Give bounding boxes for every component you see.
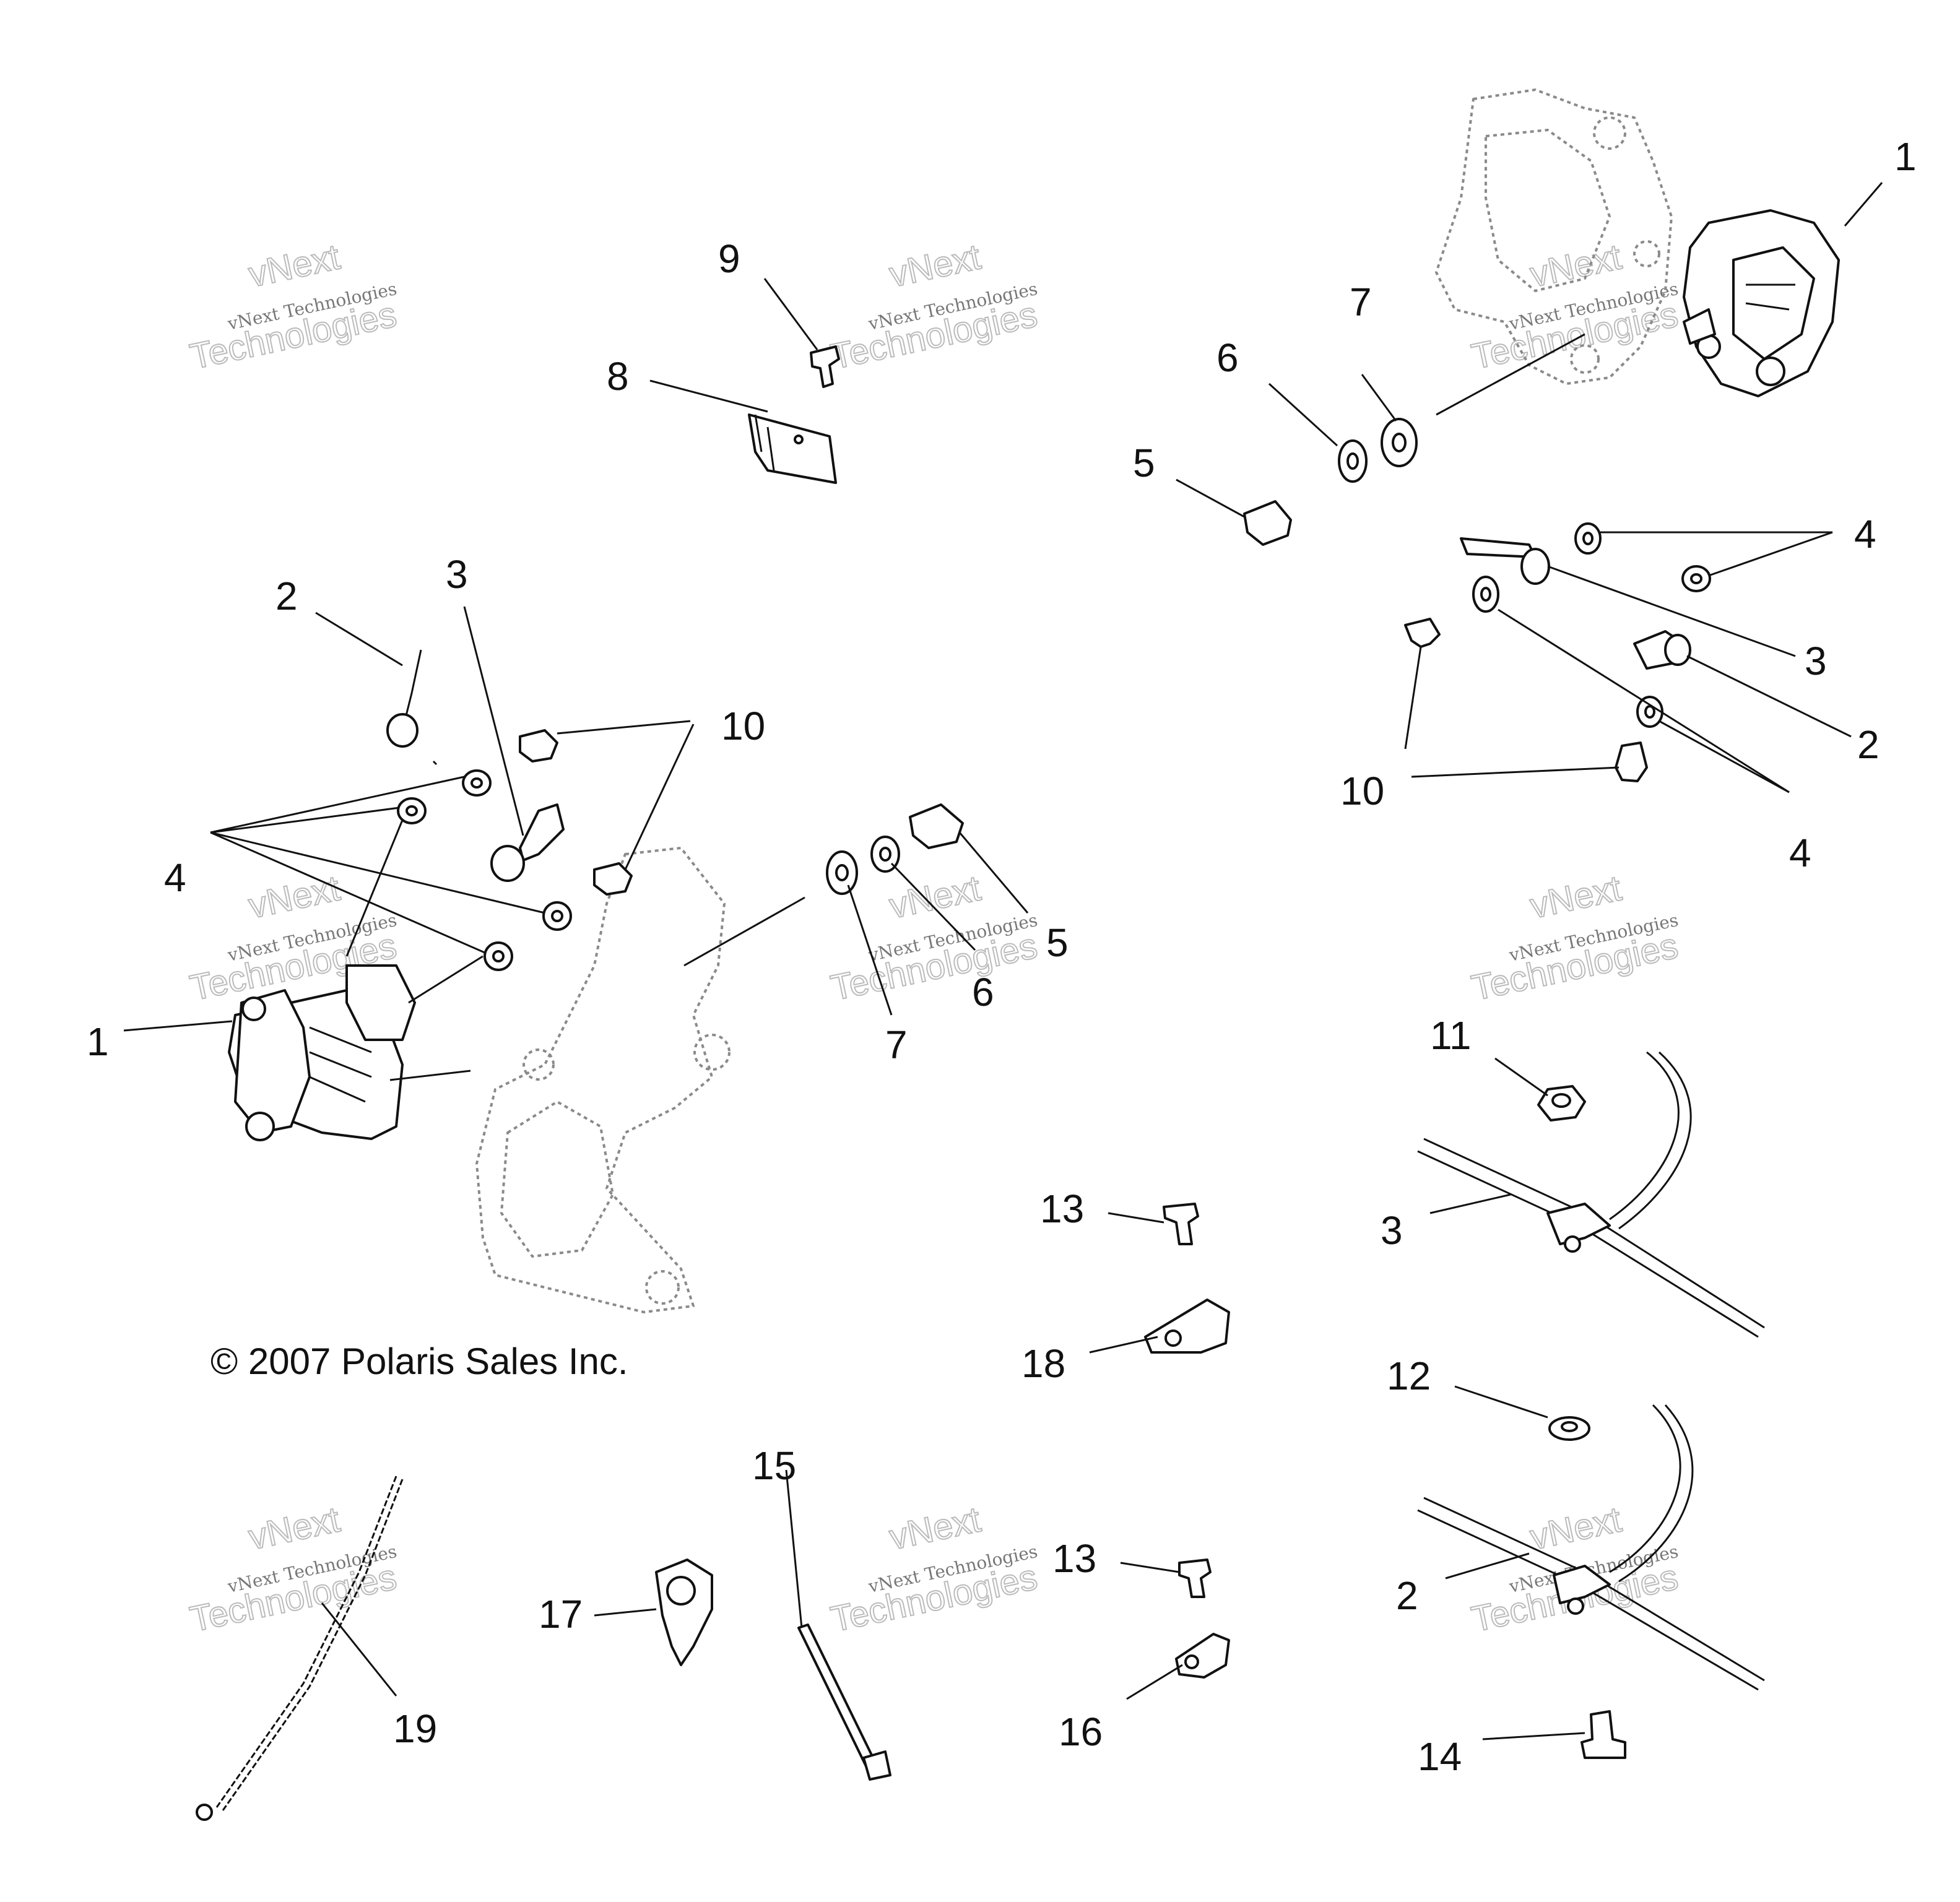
- bolt-10-top-a: [1404, 618, 1441, 648]
- watermark-big-top: vNext: [245, 236, 344, 295]
- brake-caliper-top-right: [1683, 209, 1840, 397]
- callout-10-left: 10: [721, 704, 765, 748]
- washer-4-top-d: [1636, 696, 1663, 728]
- callout-17: 17: [539, 1592, 583, 1636]
- ghost-knuckle-center: [475, 847, 731, 1313]
- callout-3-left: 3: [446, 552, 468, 597]
- callout-12: 12: [1387, 1354, 1431, 1398]
- nut-11: [1537, 1085, 1586, 1122]
- clip-17: [655, 1558, 713, 1666]
- callout-7-left: 7: [885, 1022, 908, 1067]
- callout-13-bottom: 13: [1052, 1536, 1096, 1581]
- callouts: 1 7 6 5 4 3 2 10 4 9 8 2 3 10 4 1 5 6 7 …: [87, 134, 1917, 1779]
- brake-line-3-fitting-top: [1460, 537, 1550, 585]
- watermark-big-top: vNext: [1527, 236, 1625, 295]
- washer-6-top: [1338, 439, 1368, 483]
- washer-4-left-a: [462, 769, 492, 797]
- callout-1-left: 1: [87, 1019, 109, 1064]
- callout-5-top: 5: [1133, 441, 1155, 485]
- screw-13-bottom: [1178, 1558, 1212, 1598]
- callout-4-top-lower: 4: [1789, 831, 1811, 875]
- watermark: vNext vNext Technologies Technologies: [826, 236, 1041, 378]
- callout-2-left: 2: [275, 574, 298, 618]
- watermark-group: vNext vNext Technologies Technologies vN…: [186, 236, 1682, 1640]
- bolt-5-top: [1243, 500, 1292, 546]
- callout-13-top: 13: [1040, 1187, 1084, 1231]
- watermark: vNext vNext Technologies Technologies: [186, 1498, 401, 1640]
- washer-12: [1548, 1416, 1590, 1441]
- washer-4-left-c: [542, 901, 572, 931]
- washer-4-left-d: [483, 941, 513, 971]
- bolt-14: [1581, 1710, 1626, 1759]
- ghost-knuckle-top-right: [1435, 89, 1673, 385]
- clamp-16: [1175, 1633, 1230, 1679]
- callout-15: 15: [752, 1443, 796, 1488]
- brake-line-3-fitting-left: [490, 803, 565, 882]
- washer-6-left: [870, 836, 900, 873]
- callout-10-top: 10: [1340, 769, 1384, 813]
- brake-caliper-left: [228, 964, 416, 1141]
- watermark-big-top: vNext: [245, 868, 344, 926]
- brake-line-2-fitting-top: [1633, 630, 1691, 670]
- callout-8: 8: [607, 354, 629, 399]
- bolt-10-left-b: [593, 862, 633, 896]
- brake-line-2-fitting-left: [386, 649, 422, 748]
- bolt-10-top-b: [1615, 741, 1648, 782]
- bracket-8: [748, 413, 837, 484]
- watermark-big-top: vNext: [1527, 868, 1625, 926]
- washer-4-left-b: [397, 797, 427, 824]
- callout-3-top: 3: [1805, 639, 1827, 683]
- callout-2-top: 2: [1857, 722, 1880, 767]
- washer-7-left: [826, 850, 858, 895]
- bolt-9: [810, 345, 840, 388]
- cable-tie-19: [196, 1476, 404, 1821]
- callout-6-top: 6: [1216, 335, 1239, 380]
- watermark-big-top: vNext: [1527, 1499, 1625, 1557]
- brake-line-assembly-2: [1417, 1404, 1765, 1691]
- watermark: vNext vNext Technologies Technologies: [1467, 867, 1682, 1009]
- callout-19: 19: [393, 1706, 437, 1751]
- callout-6-left: 6: [972, 970, 994, 1014]
- watermark: vNext vNext Technologies Technologies: [826, 1498, 1041, 1640]
- brake-line-assembly-3: [1417, 1051, 1765, 1338]
- watermark-big-top: vNext: [245, 1499, 344, 1557]
- copyright-notice: © 2007 Polaris Sales Inc.: [210, 1341, 628, 1382]
- cable-tie-15: [797, 1623, 891, 1781]
- callout-3-assembly: 3: [1381, 1208, 1403, 1253]
- callout-9: 9: [718, 236, 740, 281]
- callout-16: 16: [1059, 1710, 1103, 1754]
- leader-lines: [123, 182, 1883, 1740]
- bolt-10-left-a: [519, 729, 558, 763]
- callout-11: 11: [1430, 1013, 1471, 1058]
- washer-7-top: [1381, 418, 1418, 467]
- callout-4-left: 4: [164, 855, 186, 900]
- washer-4-top-c: [1472, 576, 1499, 613]
- callout-14: 14: [1418, 1734, 1462, 1779]
- watermark-big-top: vNext: [886, 236, 984, 295]
- bolt-5-left: [909, 803, 964, 849]
- screw-13-top: [1163, 1203, 1199, 1245]
- watermark: vNext vNext Technologies Technologies: [1467, 236, 1682, 378]
- watermark: vNext vNext Technologies Technologies: [1467, 1498, 1682, 1640]
- washer-4-top-a: [1574, 522, 1602, 555]
- callout-4-top: 4: [1854, 512, 1876, 556]
- watermark: vNext vNext Technologies Technologies: [186, 236, 401, 378]
- clamp-18: [1144, 1299, 1230, 1354]
- washer-4-top-b: [1681, 565, 1711, 592]
- callout-7-top: 7: [1350, 280, 1372, 324]
- callout-2-assembly: 2: [1396, 1573, 1418, 1618]
- callout-18: 18: [1021, 1341, 1065, 1386]
- watermark-big-top: vNext: [886, 868, 984, 926]
- watermark-big-top: vNext: [886, 1499, 984, 1557]
- callout-5-left: 5: [1046, 920, 1069, 965]
- callout-1-top-right: 1: [1894, 134, 1917, 179]
